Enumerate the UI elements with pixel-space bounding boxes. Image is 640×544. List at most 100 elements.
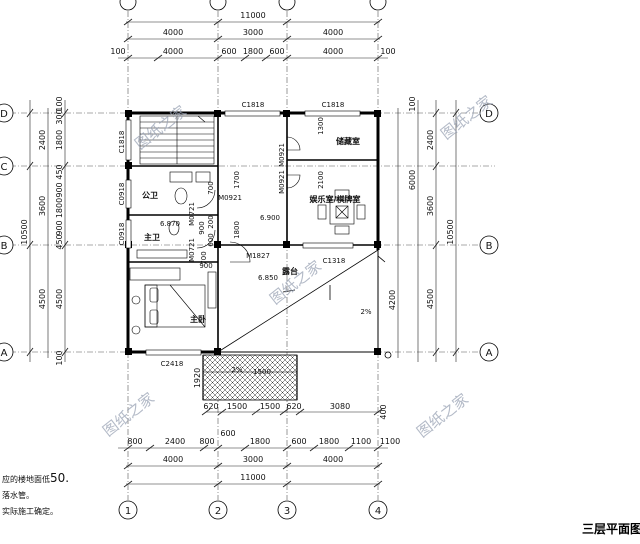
room-entertainment: 娱乐室/棋牌室: [310, 194, 361, 204]
dim-right-detail: 4200: [388, 290, 397, 310]
dim-top-detail: 1800: [243, 47, 263, 56]
game-table: [317, 189, 366, 235]
dim-bottom-detail: 600: [220, 429, 235, 438]
watermark-text: 图纸之家: [266, 257, 324, 308]
dim-right-span: 2400: [426, 130, 435, 150]
dim-left-detail: 100: [55, 96, 64, 111]
small-tag: 600: [207, 233, 215, 246]
room-terrace: 露台: [282, 266, 298, 276]
dim-left-span: 2400: [38, 130, 47, 150]
dim-bottom-balcony: 620: [203, 402, 218, 411]
dim-bottom-detail: 1100: [380, 437, 400, 446]
dim-top-span: 4000: [163, 28, 183, 37]
note-line-1-value: 50.: [50, 471, 70, 485]
dim-top-detail: 100: [110, 47, 125, 56]
slope-mark: 2%: [231, 366, 242, 374]
grid-axis-labels: 1 2 3 4 D C B A D B A: [0, 109, 493, 517]
dim-bottom-detail: 1800: [250, 437, 270, 446]
door-tag: M0721: [188, 238, 196, 262]
slope-mark: 2%: [360, 308, 371, 316]
dim-left-detail: 1800: [55, 198, 64, 218]
dim-top-detail: 100: [380, 47, 395, 56]
axis-row-b-right: B: [486, 241, 493, 252]
axis-col-3-bottom: 3: [284, 506, 290, 517]
dim-left-detail: 1800: [55, 130, 64, 150]
dim-bottom-detail: 1800: [319, 437, 339, 446]
dim-left-detail: 450: [55, 164, 64, 179]
dim-bottom-detail: 600: [291, 437, 306, 446]
staircase: [139, 115, 215, 165]
watermark-text: 图纸之家: [99, 389, 157, 440]
window-tag: C1818: [242, 101, 265, 109]
drawing-notes: 应的楼地面低50. 落水管。 实际施工确定。: [2, 470, 69, 520]
dim-bottom-detail: 800: [127, 437, 142, 446]
door-tag: M1827: [246, 252, 270, 260]
dim-left-span: 3600: [38, 196, 47, 216]
dim-left-span: 4500: [38, 289, 47, 309]
dim-bottom-detail: 800: [199, 437, 214, 446]
dim-right-span: 4500: [426, 289, 435, 309]
note-line-2: 落水管。: [2, 491, 34, 500]
dim-bottom-overall: 11000: [240, 473, 265, 482]
dimension-lines: [29, 21, 457, 485]
axis-row-b-left: B: [1, 241, 8, 252]
axis-row-d-left: D: [0, 109, 8, 120]
small-tag: 700: [207, 181, 215, 194]
window-tag: C1818: [118, 131, 126, 154]
balcony-hatch: [202, 354, 298, 401]
dim-misc: 400: [379, 404, 388, 419]
dim-left-detail: 900: [55, 220, 64, 235]
structural-columns: [125, 110, 381, 355]
note-line-1: 应的楼地面低50.: [2, 470, 69, 488]
small-tag: 2100: [317, 171, 325, 189]
room-storage: 储藏室: [335, 136, 360, 146]
dim-left-detail: 900: [55, 182, 64, 197]
door-tag: M0721: [188, 202, 196, 226]
dim-bottom-balcony: 620: [286, 402, 301, 411]
dim-top-overall: 11000: [240, 11, 265, 20]
door-tag: M0921: [278, 143, 286, 167]
bedroom-furniture: [129, 267, 217, 335]
dim-left-detail: 300: [55, 109, 64, 124]
dim-bottom-detail: 2400: [165, 437, 185, 446]
axis-col-2-bottom: 2: [215, 506, 221, 517]
dim-top-span: 4000: [323, 28, 343, 37]
small-tag: 1300: [317, 117, 325, 135]
axis-col-1-bottom: 1: [125, 506, 131, 517]
dim-bottom-balcony: 1500: [260, 402, 280, 411]
small-tag: 1700: [233, 171, 241, 189]
dim-left-detail: 100: [55, 350, 64, 365]
window-tag: C2418: [161, 360, 184, 368]
note-line-3: 实际施工确定。: [2, 507, 58, 516]
bathroom-fixtures: [136, 171, 216, 259]
axis-row-c-left: C: [1, 162, 8, 173]
small-tag: 1800: [233, 221, 241, 239]
small-tag: 900: [198, 221, 206, 234]
floor-level: 6.850: [258, 274, 278, 282]
dim-bottom-span: 3000: [243, 455, 263, 464]
note-line-1-text: 应的楼地面低: [2, 475, 50, 484]
floor-level: 6.900: [260, 214, 280, 222]
axis-row-a-right: A: [486, 348, 493, 359]
room-master-bath: 主卫: [144, 232, 160, 242]
dim-bottom-detail: 1100: [351, 437, 371, 446]
grid-bubbles: [0, 0, 499, 520]
dim-left-detail: 4500: [55, 289, 64, 309]
dim-right-detail: 100: [408, 96, 417, 111]
dim-right-span: 3600: [426, 196, 435, 216]
floor-level: 6.870: [160, 220, 180, 228]
walls: [126, 111, 380, 354]
door-tag: M0921: [218, 194, 242, 202]
dim-top-span: 3000: [243, 28, 263, 37]
window-tag: C1318: [323, 257, 346, 265]
axis-col-4-bottom: 4: [375, 506, 381, 517]
room-public-bath: 公卫: [142, 191, 158, 200]
small-tag: 900: [199, 262, 212, 270]
dim-left-detail: 450: [55, 234, 64, 249]
dim-bottom-balcony: 3080: [330, 402, 350, 411]
dim-bottom-balcony: 1500: [227, 402, 247, 411]
windows: [125, 110, 361, 356]
dim-bottom-span: 4000: [323, 455, 343, 464]
watermark-text: 图纸之家: [413, 390, 471, 441]
